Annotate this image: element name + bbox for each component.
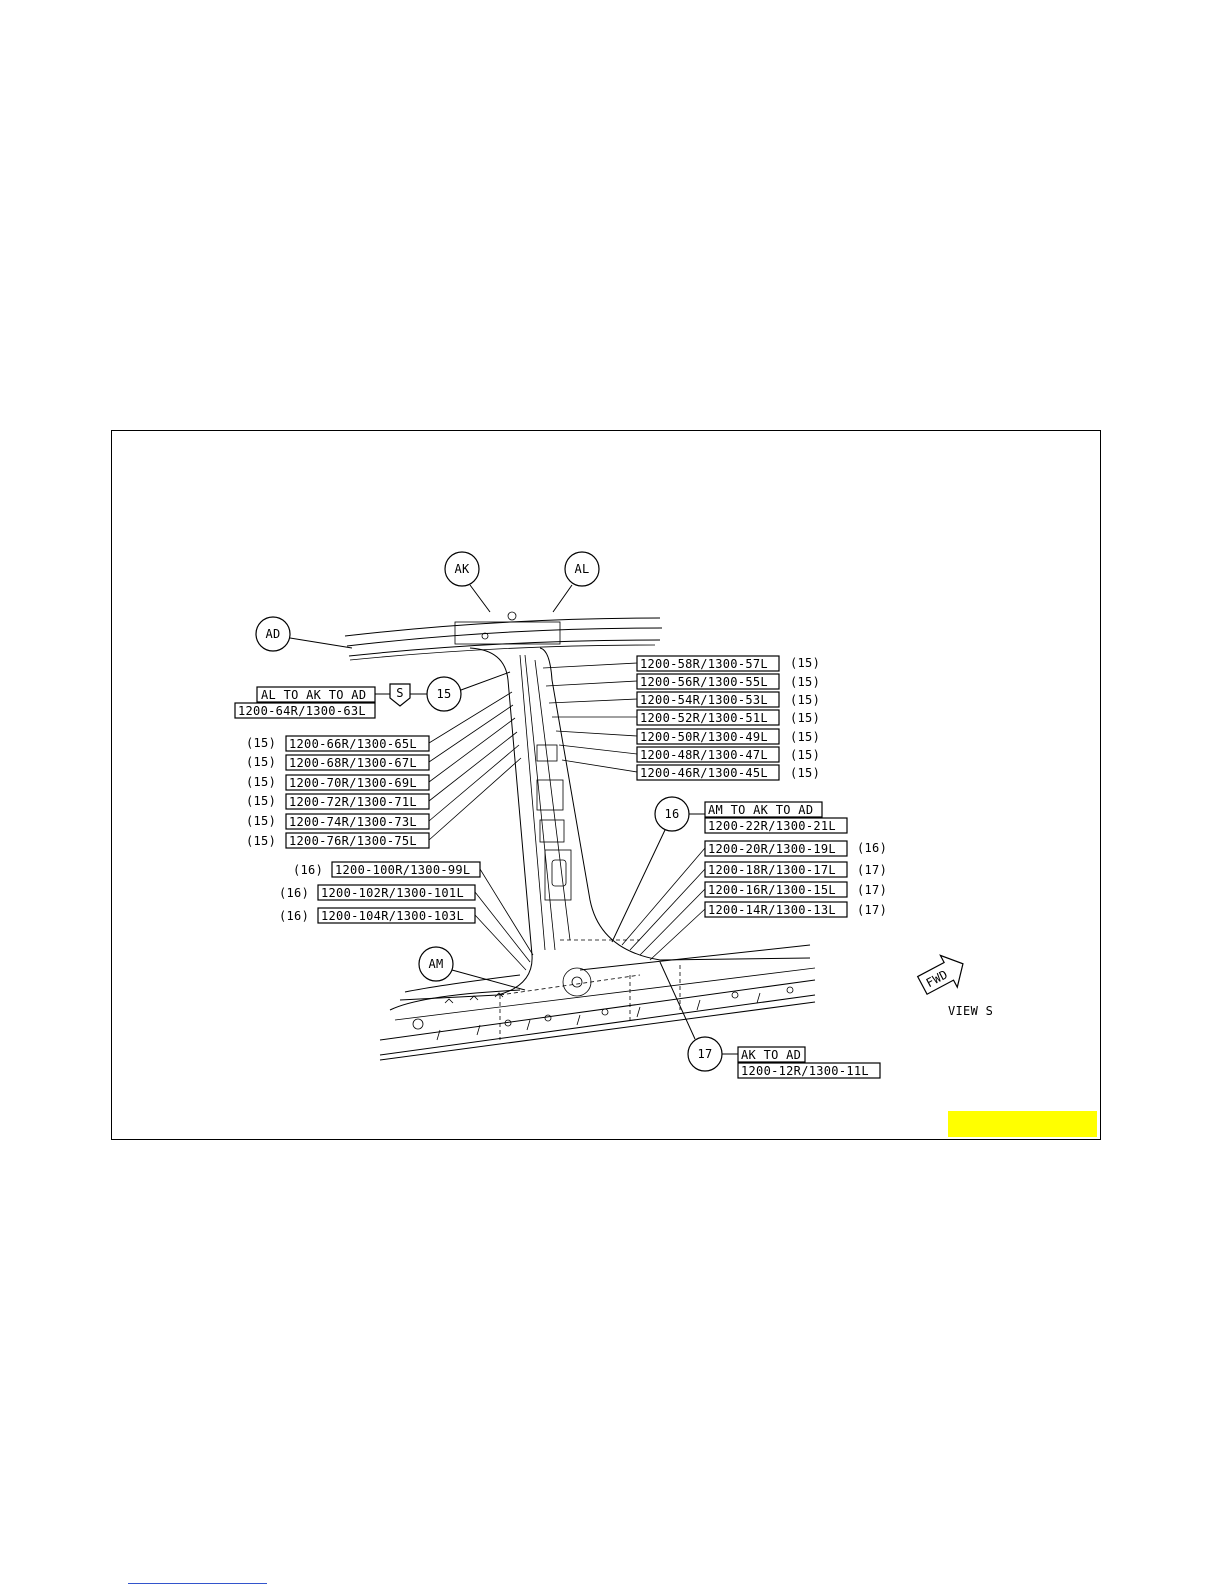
svg-text:1200-22R/1300-21L: 1200-22R/1300-21L	[708, 819, 836, 833]
fwd-arrow-icon: FWD	[916, 954, 964, 996]
callout-ad: AD	[255, 616, 353, 652]
svg-text:(15): (15)	[790, 675, 820, 689]
svg-text:(16): (16)	[293, 863, 323, 877]
group-ak-ad: 17 AK TO AD 1200-12R/1300-11L	[659, 961, 881, 1079]
svg-text:AL: AL	[574, 562, 589, 576]
svg-text:(15): (15)	[246, 834, 276, 848]
b-pillar	[399, 647, 811, 1001]
svg-text:1200-74R/1300-73L: 1200-74R/1300-73L	[289, 815, 417, 829]
svg-text:AK: AK	[454, 562, 470, 576]
svg-text:(16): (16)	[279, 886, 309, 900]
svg-text:(17): (17)	[857, 883, 887, 897]
svg-text:(15): (15)	[246, 814, 276, 828]
svg-text:1200-20R/1300-19L: 1200-20R/1300-19L	[708, 842, 836, 856]
svg-text:AK TO AD: AK TO AD	[741, 1048, 801, 1062]
svg-text:1200-58R/1300-57L: 1200-58R/1300-57L	[640, 657, 768, 671]
svg-text:1200-102R/1300-101L: 1200-102R/1300-101L	[321, 886, 464, 900]
svg-text:AM TO AK TO AD: AM TO AK TO AD	[708, 803, 813, 817]
svg-text:1200-66R/1300-65L: 1200-66R/1300-65L	[289, 737, 417, 751]
rocker-sill	[379, 939, 816, 1061]
svg-text:(16): (16)	[279, 909, 309, 923]
svg-text:(15): (15)	[790, 656, 820, 670]
left-parts-lower: (16) 1200-100R/1300-99L (16) 1200-102R/1…	[279, 861, 534, 971]
svg-text:(17): (17)	[857, 903, 887, 917]
svg-text:AL TO AK TO AD: AL TO AK TO AD	[261, 688, 366, 702]
svg-text:AM: AM	[428, 957, 443, 971]
svg-text:1200-100R/1300-99L: 1200-100R/1300-99L	[335, 863, 470, 877]
svg-text:(15): (15)	[790, 693, 820, 707]
svg-text:(15): (15)	[246, 736, 276, 750]
svg-text:(15): (15)	[790, 730, 820, 744]
roof-rail	[344, 611, 663, 661]
svg-text:1200-54R/1300-53L: 1200-54R/1300-53L	[640, 693, 768, 707]
svg-text:1200-56R/1300-55L: 1200-56R/1300-55L	[640, 675, 768, 689]
svg-text:1200-70R/1300-69L: 1200-70R/1300-69L	[289, 776, 417, 790]
callout-am: AM	[418, 946, 526, 991]
svg-text:1200-76R/1300-75L: 1200-76R/1300-75L	[289, 834, 417, 848]
left-parts: (15) 1200-66R/1300-65L (15) 1200-68R/130…	[246, 691, 522, 849]
svg-text:1200-48R/1300-47L: 1200-48R/1300-47L	[640, 748, 768, 762]
view-label: VIEW S	[948, 1004, 993, 1018]
svg-text:(15): (15)	[246, 755, 276, 769]
svg-text:1200-12R/1300-11L: 1200-12R/1300-11L	[741, 1064, 869, 1078]
svg-text:1200-52R/1300-51L: 1200-52R/1300-51L	[640, 711, 768, 725]
callout-ak: AK	[444, 551, 491, 613]
svg-text:1200-16R/1300-15L: 1200-16R/1300-15L	[708, 883, 836, 897]
svg-text:1200-72R/1300-71L: 1200-72R/1300-71L	[289, 795, 417, 809]
group-am-ak-ad: 16 AM TO AK TO AD 1200-22R/1300-21L	[611, 796, 848, 943]
svg-text:S: S	[396, 686, 404, 700]
svg-text:1200-50R/1300-49L: 1200-50R/1300-49L	[640, 730, 768, 744]
right-parts: 1200-58R/1300-57L (15) 1200-56R/1300-55L…	[542, 655, 820, 781]
svg-text:AD: AD	[265, 627, 280, 641]
svg-text:1200-18R/1300-17L: 1200-18R/1300-17L	[708, 863, 836, 877]
svg-text:1200-64R/1300-63L: 1200-64R/1300-63L	[238, 704, 366, 718]
svg-text:(15): (15)	[790, 766, 820, 780]
diagram-frame	[111, 430, 1101, 1140]
svg-text:1200-104R/1300-103L: 1200-104R/1300-103L	[321, 909, 464, 923]
svg-text:(15): (15)	[246, 775, 276, 789]
svg-text:1200-14R/1300-13L: 1200-14R/1300-13L	[708, 903, 836, 917]
callout-al: AL	[552, 551, 600, 613]
highlight-block	[948, 1111, 1097, 1137]
svg-text:(17): (17)	[857, 863, 887, 877]
svg-text:(15): (15)	[246, 794, 276, 808]
svg-text:(16): (16)	[857, 841, 887, 855]
group-al-ak-ad: AL TO AK TO AD 1200-64R/1300-63L S 15	[234, 671, 511, 719]
svg-text:(15): (15)	[790, 711, 820, 725]
svg-text:1200-46R/1300-45L: 1200-46R/1300-45L	[640, 766, 768, 780]
svg-text:17: 17	[697, 1047, 712, 1061]
right-parts-lower: 1200-20R/1300-19L (16) 1200-18R/1300-17L…	[621, 840, 887, 961]
svg-text:15: 15	[436, 687, 451, 701]
svg-text:16: 16	[664, 807, 679, 821]
svg-text:(15): (15)	[790, 748, 820, 762]
svg-text:1200-68R/1300-67L: 1200-68R/1300-67L	[289, 756, 417, 770]
